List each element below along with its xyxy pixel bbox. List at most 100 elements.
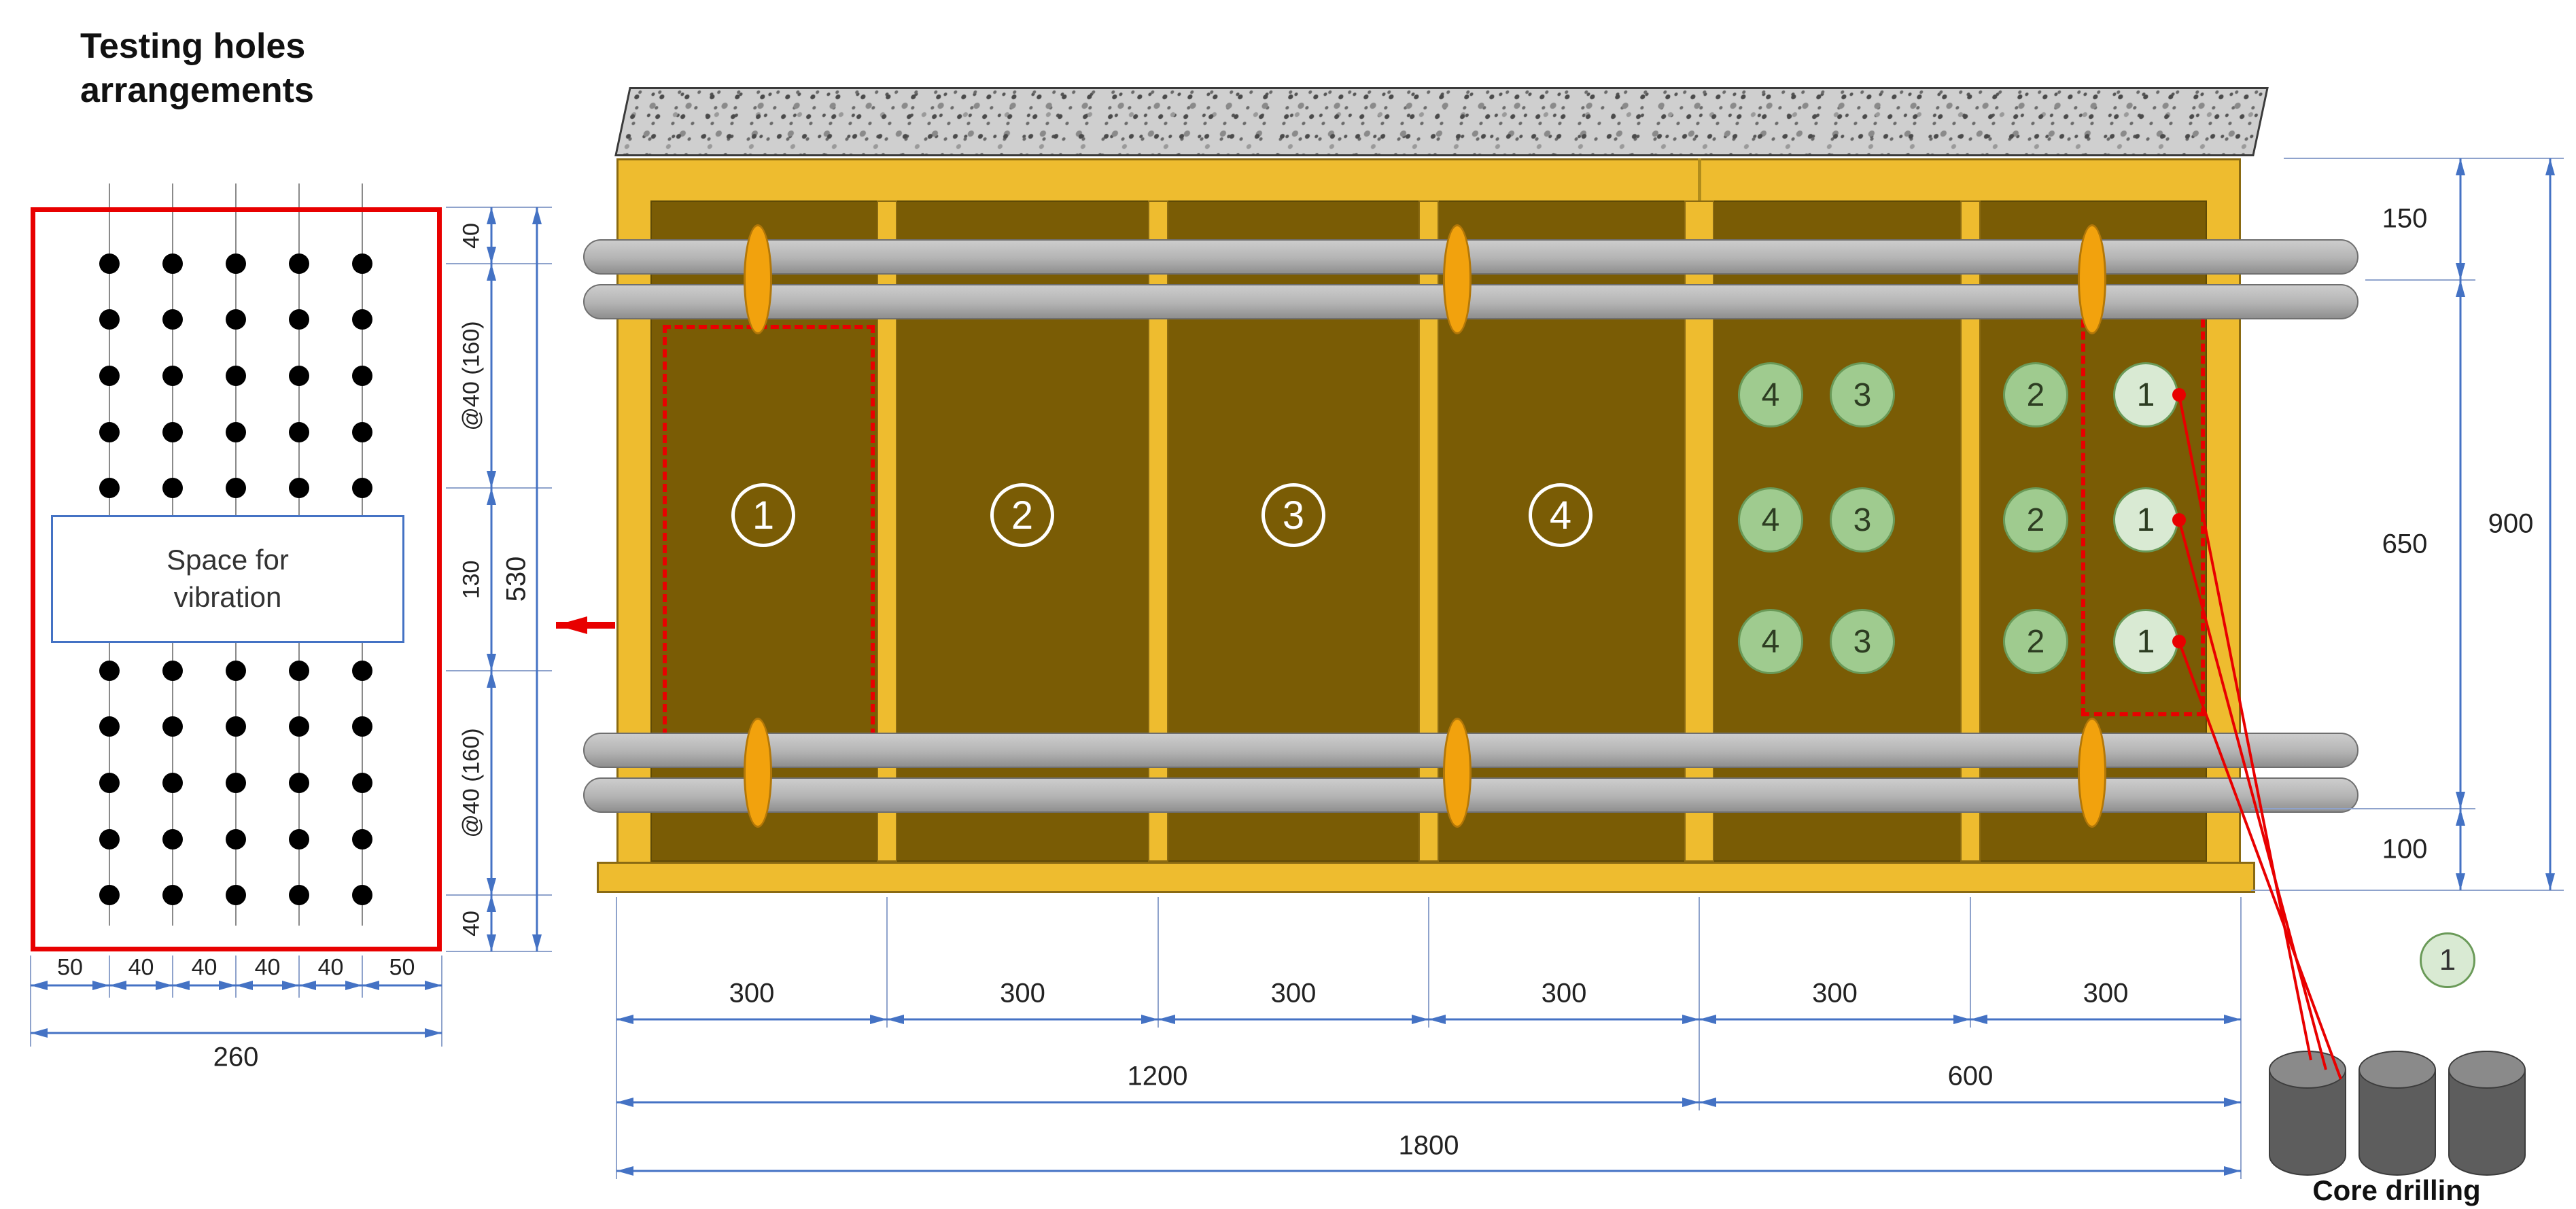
testing-hole-dot — [226, 422, 246, 442]
core-location-circle: 3 — [1830, 487, 1895, 553]
dimension-label: 50 — [389, 954, 415, 981]
core-sample-cylinder — [2359, 1051, 2436, 1176]
dimension-label: 40 — [317, 954, 344, 981]
concrete-strip — [614, 87, 2269, 156]
testing-hole-dot — [99, 422, 120, 442]
core-location-circle: 1 — [2113, 487, 2178, 553]
dimension-label: 300 — [2083, 978, 2129, 1009]
formwork-bottom-sill — [597, 862, 2255, 893]
testing-hole-dot — [99, 309, 120, 330]
testing-hole-dot — [99, 716, 120, 737]
testing-hole-dot — [289, 885, 309, 905]
legend-core-circle: 1 — [2420, 932, 2475, 988]
core-location-circle: 4 — [1738, 487, 1803, 553]
dimension-label: 40 — [254, 954, 281, 981]
dimension-label: 40 — [458, 222, 485, 249]
form-tie-clamp — [1443, 718, 1472, 828]
core-location-circle: 2 — [2003, 362, 2068, 427]
panel-number-circle: 4 — [1529, 483, 1592, 547]
testing-hole-dot — [226, 716, 246, 737]
testing-hole-dot — [162, 478, 183, 498]
core-location-circle: 2 — [2003, 487, 2068, 553]
testing-hole-dot — [226, 661, 246, 681]
testing-hole-dot — [352, 422, 372, 442]
testing-hole-dot — [162, 661, 183, 681]
testing-hole-dot — [162, 366, 183, 386]
core-location-circle: 1 — [2113, 362, 2178, 427]
testing-hole-dot — [289, 716, 309, 737]
testing-hole-dot — [226, 309, 246, 330]
testing-hole-dot — [352, 366, 372, 386]
testing-hole-dot — [352, 661, 372, 681]
cylinder-top-face — [2359, 1051, 2436, 1089]
testing-hole-dot — [226, 885, 246, 905]
legend-core-number: 1 — [2439, 943, 2456, 977]
cylinder-top-face — [2269, 1051, 2346, 1089]
dimension-label: 50 — [57, 954, 83, 981]
panel-number-circle: 3 — [1261, 483, 1325, 547]
dimension-label: 900 — [2488, 508, 2534, 539]
dimension-label: 300 — [1541, 978, 1587, 1009]
testing-hole-dot — [162, 422, 183, 442]
testing-hole-dot — [289, 829, 309, 849]
testing-hole-dot — [99, 773, 120, 793]
testing-hole-dot — [352, 885, 372, 905]
testing-hole-dot — [99, 661, 120, 681]
testing-hole-dot — [352, 309, 372, 330]
testing-hole-dot — [289, 309, 309, 330]
dimension-label: 40 — [458, 910, 485, 936]
dimension-label: 1800 — [1398, 1130, 1459, 1161]
testing-hole-dot — [226, 366, 246, 386]
vibration-space-label: Space for vibration — [167, 544, 289, 613]
testing-hole-dot — [352, 829, 372, 849]
form-tie-clamp — [2078, 224, 2106, 334]
left-diagram-title: Testing holes arrangements — [80, 27, 314, 110]
testing-hole-dot — [226, 478, 246, 498]
core-location-circle: 4 — [1738, 362, 1803, 427]
core-location-circle: 2 — [2003, 609, 2068, 674]
testing-hole-dot — [99, 478, 120, 498]
dimension-label: 300 — [729, 978, 775, 1009]
panel-number-circle: 1 — [731, 483, 795, 547]
core-drilling-label: Core drilling — [2312, 1174, 2481, 1206]
testing-hole-dot — [99, 829, 120, 849]
dimension-label: 650 — [2382, 529, 2428, 559]
dimension-label: @40 (160) — [458, 321, 485, 431]
testing-hole-dot — [99, 366, 120, 386]
form-tie-clamp — [2078, 718, 2106, 828]
testing-hole-dot — [226, 773, 246, 793]
testing-holes-boundary — [31, 207, 442, 951]
testing-hole-dot — [99, 885, 120, 905]
dimension-label: 300 — [1812, 978, 1858, 1009]
testing-hole-dot — [289, 478, 309, 498]
dimension-label: 300 — [1270, 978, 1317, 1009]
testing-hole-dot — [289, 253, 309, 274]
testing-hole-dot — [226, 253, 246, 274]
form-tie-clamp — [1443, 224, 1472, 334]
testing-hole-dot — [226, 829, 246, 849]
testing-hole-dot — [352, 253, 372, 274]
core-sample-cylinder — [2448, 1051, 2526, 1176]
dimension-label: 300 — [1000, 978, 1045, 1009]
dimension-label: 600 — [1947, 1061, 1994, 1091]
testing-hole-dot — [162, 309, 183, 330]
testing-hole-dot — [352, 773, 372, 793]
panel-number-circle: 2 — [990, 483, 1054, 547]
dimension-label: 150 — [2382, 203, 2428, 234]
testing-hole-dot — [162, 885, 183, 905]
testing-hole-dot — [162, 716, 183, 737]
testing-hole-dot — [289, 773, 309, 793]
core-location-circle: 3 — [1830, 362, 1895, 427]
testing-hole-dot — [99, 253, 120, 274]
dimension-label: 260 — [213, 1042, 259, 1072]
vibration-space-box: Space for vibration — [51, 515, 404, 643]
testing-hole-dot — [352, 716, 372, 737]
testing-hole-dot — [162, 773, 183, 793]
testing-hole-dot — [162, 253, 183, 274]
dimension-label: 40 — [191, 954, 217, 981]
testing-hole-dot — [289, 366, 309, 386]
dimension-label: 1200 — [1127, 1061, 1188, 1091]
core-location-circle: 3 — [1830, 609, 1895, 674]
dimension-label: 40 — [128, 954, 154, 981]
testing-hole-dot — [352, 478, 372, 498]
